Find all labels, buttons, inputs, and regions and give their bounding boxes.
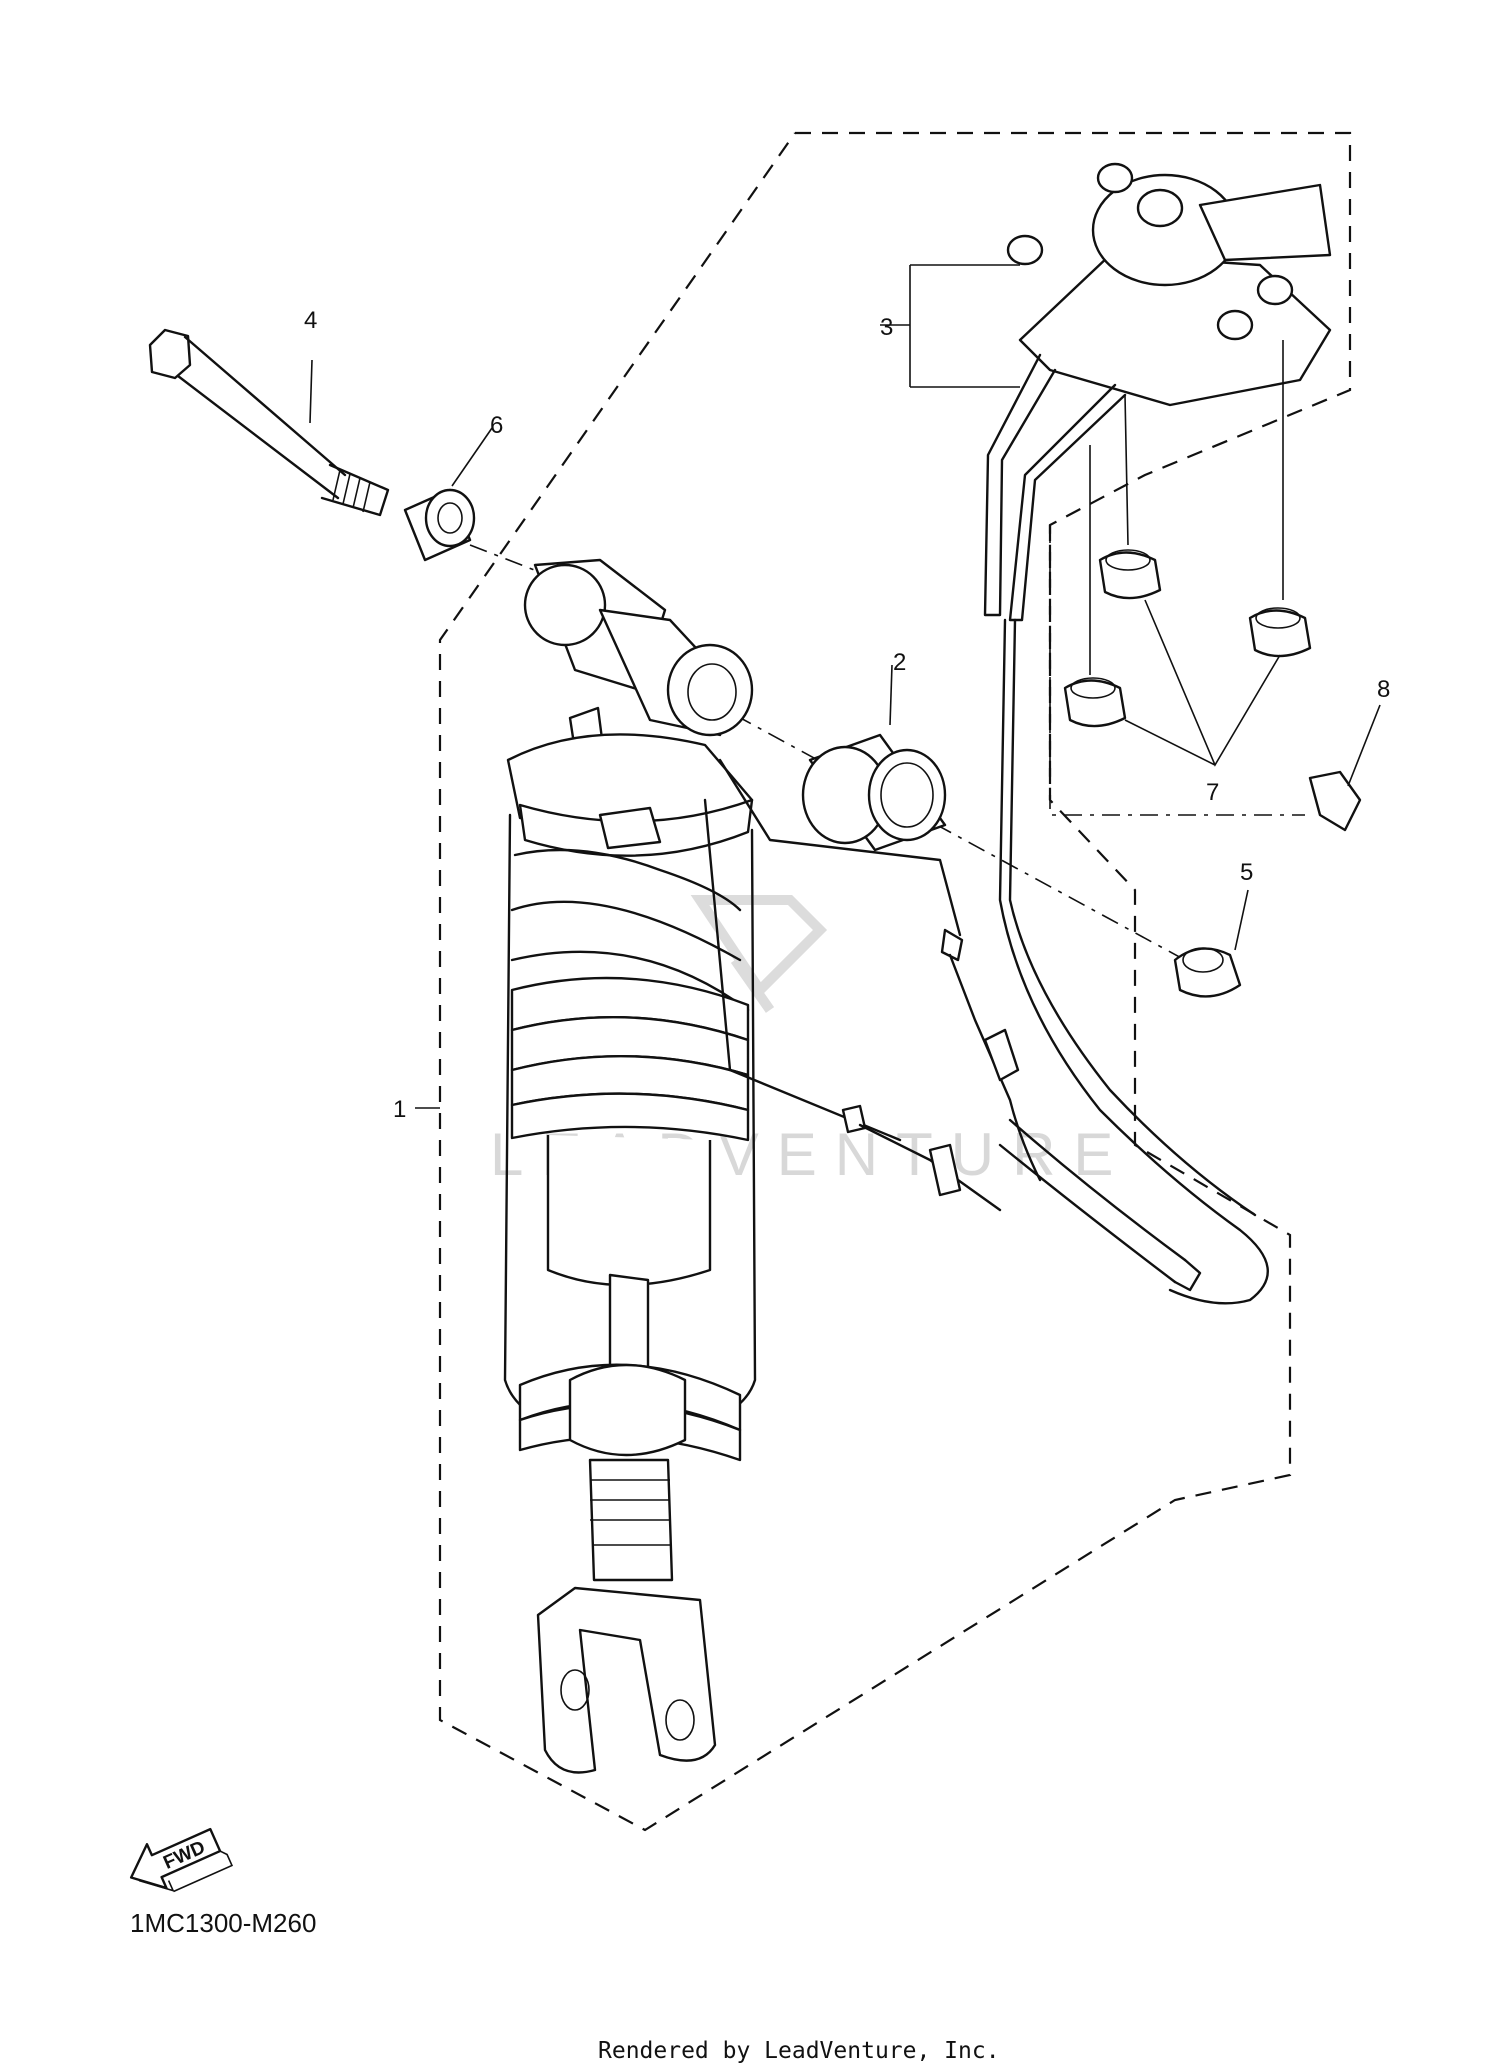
shock-absorber-part-1	[503, 558, 757, 1774]
nut-part-5	[1173, 889, 1249, 998]
callout-7: 7	[1206, 779, 1219, 806]
grommets-part-7	[1049, 340, 1312, 816]
callout-1: 1	[393, 1096, 406, 1123]
callout-4: 4	[304, 307, 317, 334]
bushing-part-2	[801, 664, 947, 852]
adjuster-part-3	[880, 162, 1332, 407]
callout-5: 5	[1240, 859, 1253, 886]
fwd-arrow-icon: FWD	[129, 1827, 234, 1893]
cable-assembly	[703, 758, 1042, 1212]
callout-8: 8	[1377, 676, 1390, 703]
bolt-part-4	[148, 328, 390, 517]
collar-part-6	[403, 427, 493, 562]
hose-lines	[983, 353, 1269, 1305]
clip-part-8	[1308, 704, 1381, 832]
render-credit: Rendered by LeadVenture, Inc.	[598, 2038, 1000, 2064]
part-code: 1MC1300-M260	[130, 1908, 316, 1938]
callout-2: 2	[893, 649, 906, 676]
callout-6: 6	[490, 412, 503, 439]
callout-3: 3	[880, 314, 893, 341]
